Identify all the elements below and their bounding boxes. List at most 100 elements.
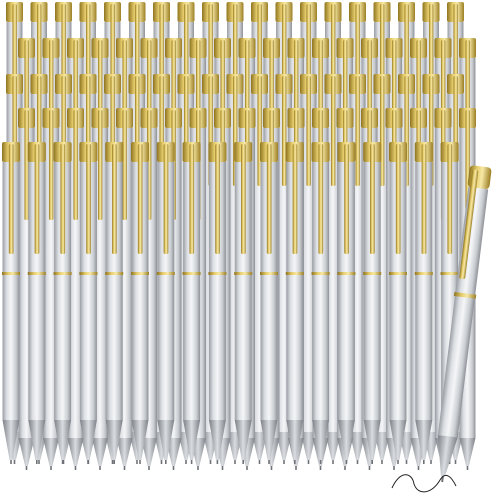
pen-barrel xyxy=(234,162,252,420)
pen-clip xyxy=(306,76,311,186)
pen-tip xyxy=(116,438,133,466)
pen-barrel xyxy=(67,128,84,438)
pen-point xyxy=(242,460,244,464)
pen-tip xyxy=(234,420,252,460)
pen-87 xyxy=(285,142,304,464)
pen-point xyxy=(448,460,451,464)
pen-point xyxy=(111,460,114,464)
pen-barrel xyxy=(157,162,175,420)
pen-tip xyxy=(43,438,59,466)
pen-tip xyxy=(131,420,149,460)
pen-clip xyxy=(34,144,40,254)
pen-tip xyxy=(28,420,46,460)
pen-point xyxy=(165,460,167,464)
pen-barrel xyxy=(260,162,278,420)
pen-point xyxy=(246,466,248,470)
pen-clip xyxy=(370,144,375,254)
pen-barrel xyxy=(183,162,201,420)
pen-point xyxy=(397,460,399,464)
pen-barrel xyxy=(363,162,381,420)
hero-tip xyxy=(437,435,458,477)
ink-scribble-line xyxy=(391,474,457,493)
pen-tip xyxy=(374,432,390,460)
pen-tip xyxy=(337,420,355,460)
pen-point xyxy=(209,460,212,464)
pen-tip xyxy=(312,420,330,460)
pen-clip xyxy=(189,144,195,254)
pen-point xyxy=(283,460,285,464)
pen-band xyxy=(208,272,227,275)
pen-point xyxy=(197,466,199,470)
pen-band xyxy=(79,272,98,275)
pen-point xyxy=(139,460,141,464)
pen-clip xyxy=(330,76,336,186)
pen-tip xyxy=(459,438,476,466)
pen-point xyxy=(345,460,348,464)
pen-59 xyxy=(67,108,84,470)
pen-point xyxy=(295,466,297,470)
hero-barrel xyxy=(437,186,489,438)
pen-point xyxy=(371,460,373,464)
pen-clip xyxy=(355,76,360,186)
pen-point xyxy=(10,460,12,464)
pen-tip xyxy=(389,420,407,460)
pen-point xyxy=(13,460,16,464)
pen-clip xyxy=(24,110,29,220)
pen-point xyxy=(294,460,296,464)
pen-point xyxy=(25,466,28,470)
pen-point xyxy=(38,460,40,464)
pen-clip xyxy=(281,76,287,186)
pen-89 xyxy=(337,142,356,464)
pen-barrel xyxy=(131,162,149,420)
pen-clip xyxy=(292,144,298,254)
pen-point xyxy=(160,460,163,464)
pen-90 xyxy=(363,142,382,464)
pen-91 xyxy=(389,142,407,464)
pen-barrel xyxy=(105,162,123,420)
pen-clip xyxy=(421,144,427,254)
pen-clip xyxy=(73,110,78,220)
pen-clip xyxy=(266,144,272,254)
pen-barrel xyxy=(312,162,330,420)
pen-clip xyxy=(48,110,54,220)
pen-point xyxy=(36,460,38,464)
pen-barrel xyxy=(79,162,97,420)
pen-78 xyxy=(53,142,72,464)
pen-barrel xyxy=(54,162,72,420)
pen-point xyxy=(270,466,273,470)
hero-clip xyxy=(459,169,479,280)
pen-point xyxy=(319,460,322,464)
pen-86 xyxy=(260,142,278,464)
pen-tip xyxy=(286,420,304,460)
pen-79 xyxy=(79,142,98,464)
pen-tip xyxy=(349,432,366,460)
pen-point xyxy=(113,460,115,464)
pen-clip xyxy=(60,144,66,254)
pen-point xyxy=(99,466,101,470)
pen-clip xyxy=(122,110,127,220)
pen-barrel xyxy=(208,162,226,420)
pen-tip xyxy=(300,432,317,460)
pen-clip xyxy=(215,144,220,254)
pen-tip xyxy=(363,420,381,460)
pen-92 xyxy=(414,142,433,464)
pen-band xyxy=(440,272,459,275)
pen-band xyxy=(182,272,201,275)
pen-tip xyxy=(54,420,72,460)
pen-clip xyxy=(97,110,103,220)
pen-clip xyxy=(318,144,324,254)
pen-point xyxy=(332,460,334,464)
pen-point xyxy=(381,460,383,464)
pen-tip xyxy=(415,420,433,460)
pen-band xyxy=(363,272,382,275)
pen-77 xyxy=(27,142,46,464)
hero-pen-body xyxy=(437,165,492,483)
pen-point xyxy=(393,466,395,470)
pen-barrel xyxy=(337,162,355,420)
pen-clip xyxy=(344,144,349,254)
pen-point xyxy=(258,460,261,464)
pen-82 xyxy=(156,142,175,464)
pen-point xyxy=(307,460,310,464)
pen-tip xyxy=(2,420,20,460)
